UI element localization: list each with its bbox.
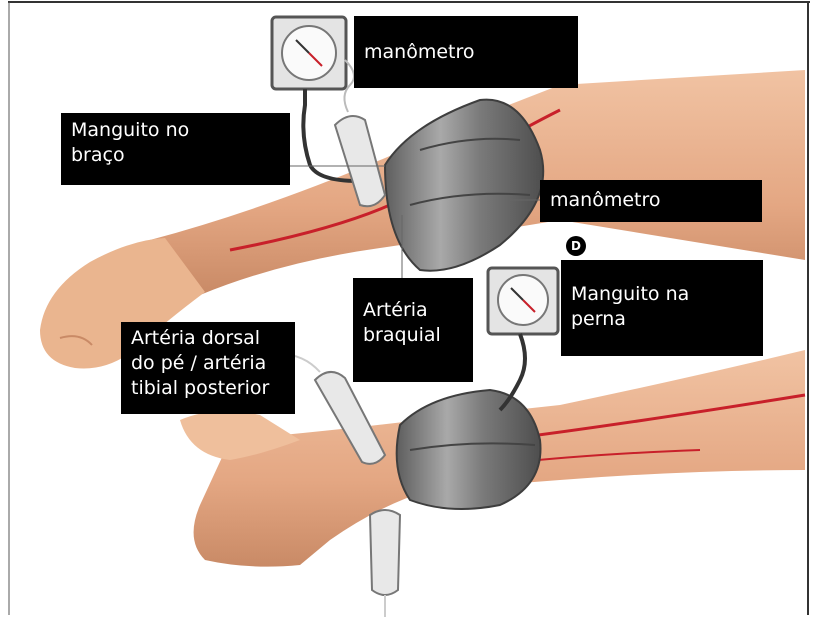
ankle-doppler-probe — [370, 510, 400, 595]
label-manguito-perna: Manguito na perna — [561, 260, 763, 356]
label-manguito-braco: Manguito no braço — [61, 113, 290, 185]
label-manometro-right: manômetro — [540, 180, 762, 222]
label-arteria-braquial: Artéria braquial — [353, 278, 473, 382]
label-d-badge: D — [566, 236, 586, 256]
arm-cuff — [385, 100, 543, 271]
label-arteria-dorsal: Artéria dorsal do pé / artéria tibial po… — [121, 322, 295, 414]
label-manometro-top: manômetro — [354, 16, 578, 88]
